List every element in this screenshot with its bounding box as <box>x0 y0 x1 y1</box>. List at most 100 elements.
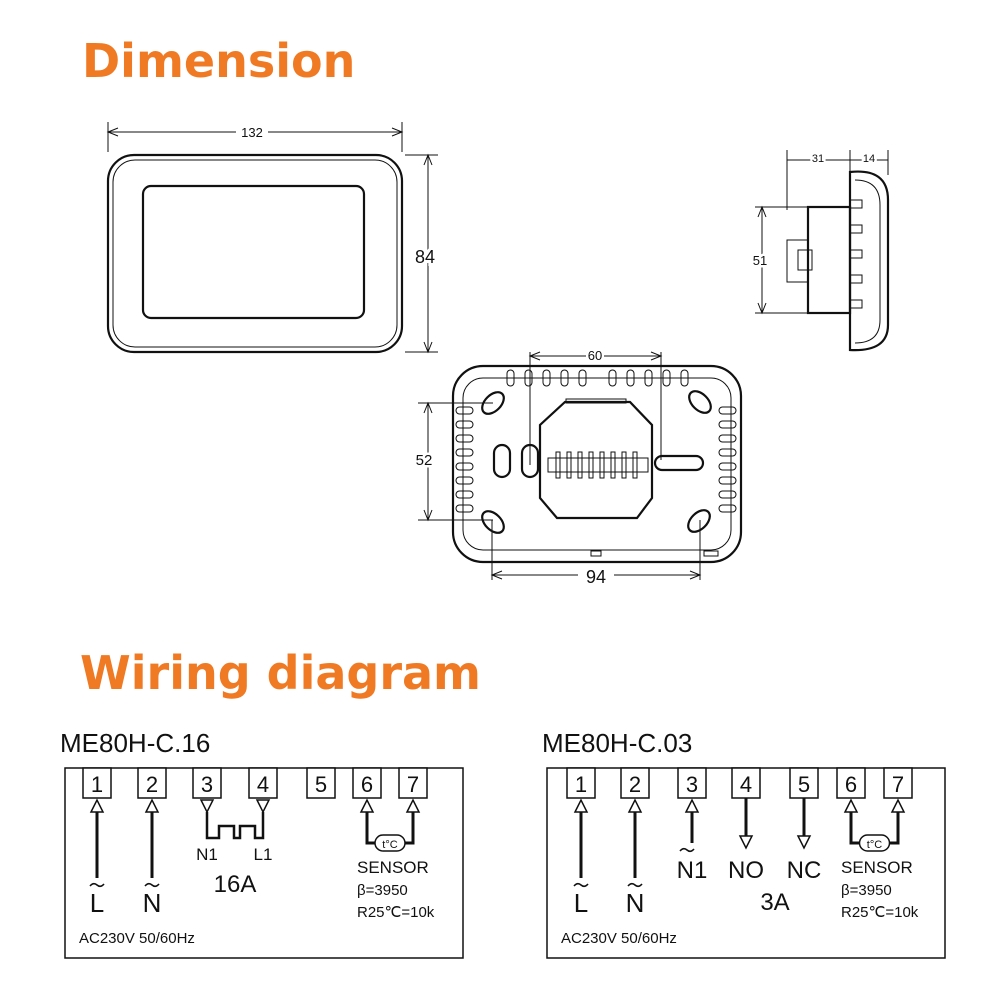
label-L: L <box>90 888 104 918</box>
vent-slot <box>455 490 474 499</box>
wiring-title: Wiring diagram <box>80 646 481 700</box>
label-N1: N1 <box>677 857 708 884</box>
terminal-box <box>192 767 222 799</box>
arrow-up-icon <box>573 798 589 813</box>
arrow-up-icon <box>405 798 421 813</box>
vent-slot <box>718 420 737 429</box>
supply-label: AC230V 50/60Hz <box>561 930 677 947</box>
arrow-up-icon <box>144 798 160 813</box>
terminal-box <box>398 767 428 799</box>
terminal-number: 7 <box>892 772 904 797</box>
terminal-number: 4 <box>257 772 269 797</box>
vent-slot <box>455 504 474 513</box>
dim-side-front: 14 <box>863 153 875 165</box>
terminal-pin <box>588 451 594 479</box>
sensor-icon-label: t°C <box>382 839 397 851</box>
sensor-icon <box>374 834 406 852</box>
rating-label: 3A <box>760 889 789 916</box>
terminal-number: 1 <box>575 772 587 797</box>
sensor-label: SENSOR <box>357 858 429 877</box>
terminal-number: 2 <box>146 772 158 797</box>
terminal-box <box>248 767 278 799</box>
vent-slot <box>718 462 737 471</box>
sensor-icon-label: t°C <box>867 839 882 851</box>
vent-slot <box>560 369 569 387</box>
sensor-r25: R25℃=10k <box>841 904 919 921</box>
terminal-number: 2 <box>629 772 641 797</box>
sensor-r25: R25℃=10k <box>357 904 435 921</box>
sensor-beta: β=3950 <box>841 882 892 899</box>
arrow-up-icon <box>890 798 906 813</box>
vent-slot <box>644 369 653 387</box>
arrow-up-icon <box>684 798 700 813</box>
sensor-icon <box>858 834 891 852</box>
label-NO: NO <box>728 857 764 884</box>
terminal-pin <box>577 451 583 479</box>
side-view: 31 14 51 <box>750 150 890 352</box>
dim-side-height: 51 <box>753 253 767 268</box>
label-NC: NC <box>787 857 822 884</box>
dim-front-width: 132 <box>241 125 263 140</box>
terminal-box <box>789 767 819 799</box>
terminal-pin <box>566 451 572 479</box>
terminal-pin <box>610 451 616 479</box>
label-L1: L1 <box>254 845 273 864</box>
model-label: ME80H-C.16 <box>60 728 210 758</box>
terminal-number: 5 <box>798 772 810 797</box>
dim-side-depth: 31 <box>812 153 824 165</box>
terminal-number: 1 <box>91 772 103 797</box>
front-view: 132 84 <box>106 122 438 354</box>
dim-front-height: 84 <box>415 247 435 267</box>
vent-slot <box>718 448 737 457</box>
ac-tilde-icon <box>89 882 105 888</box>
terminal-number: 5 <box>315 772 327 797</box>
vent-slot <box>455 434 474 443</box>
label-N: N <box>626 888 645 918</box>
arrow-up-icon <box>359 798 375 813</box>
arrow-down-icon <box>199 799 215 814</box>
arrow-down-icon <box>738 835 754 850</box>
arrow-up-icon <box>89 798 105 813</box>
ac-tilde-icon <box>679 847 695 853</box>
terminal-box <box>620 767 650 799</box>
vent-slot <box>718 406 737 415</box>
vent-slot <box>455 476 474 485</box>
sensor-beta: β=3950 <box>357 882 408 899</box>
terminal-box <box>836 767 866 799</box>
arrow-down-icon <box>255 799 271 814</box>
vent-slot <box>455 462 474 471</box>
arrow-up-icon <box>627 798 643 813</box>
arrow-down-icon <box>796 835 812 850</box>
dim-back-top: 60 <box>588 348 602 363</box>
rating-label: 16A <box>214 871 257 898</box>
terminal-number: 7 <box>407 772 419 797</box>
ac-tilde-icon <box>573 882 589 888</box>
terminal-box <box>352 767 382 799</box>
vent-slot <box>680 369 689 387</box>
terminal-pin <box>632 451 638 479</box>
vent-slot <box>718 434 737 443</box>
vent-slot <box>506 369 515 387</box>
vent-slot <box>578 369 587 387</box>
terminal-box <box>677 767 707 799</box>
vent-slot <box>524 369 533 387</box>
dimension-title: Dimension <box>82 34 355 88</box>
ac-tilde-icon <box>627 882 643 888</box>
label-N: N <box>143 888 162 918</box>
vent-slot <box>455 406 474 415</box>
vent-slot <box>455 448 474 457</box>
vent-slot <box>718 476 737 485</box>
load-wire <box>205 812 265 840</box>
terminal-box <box>82 767 112 799</box>
vent-slot <box>455 420 474 429</box>
terminal-box <box>731 767 761 799</box>
terminal-number: 6 <box>361 772 373 797</box>
label-L: L <box>574 888 588 918</box>
vent-slot <box>542 369 551 387</box>
dim-back-height: 52 <box>416 452 433 469</box>
vent-slot <box>662 369 671 387</box>
terminal-pin <box>599 451 605 479</box>
